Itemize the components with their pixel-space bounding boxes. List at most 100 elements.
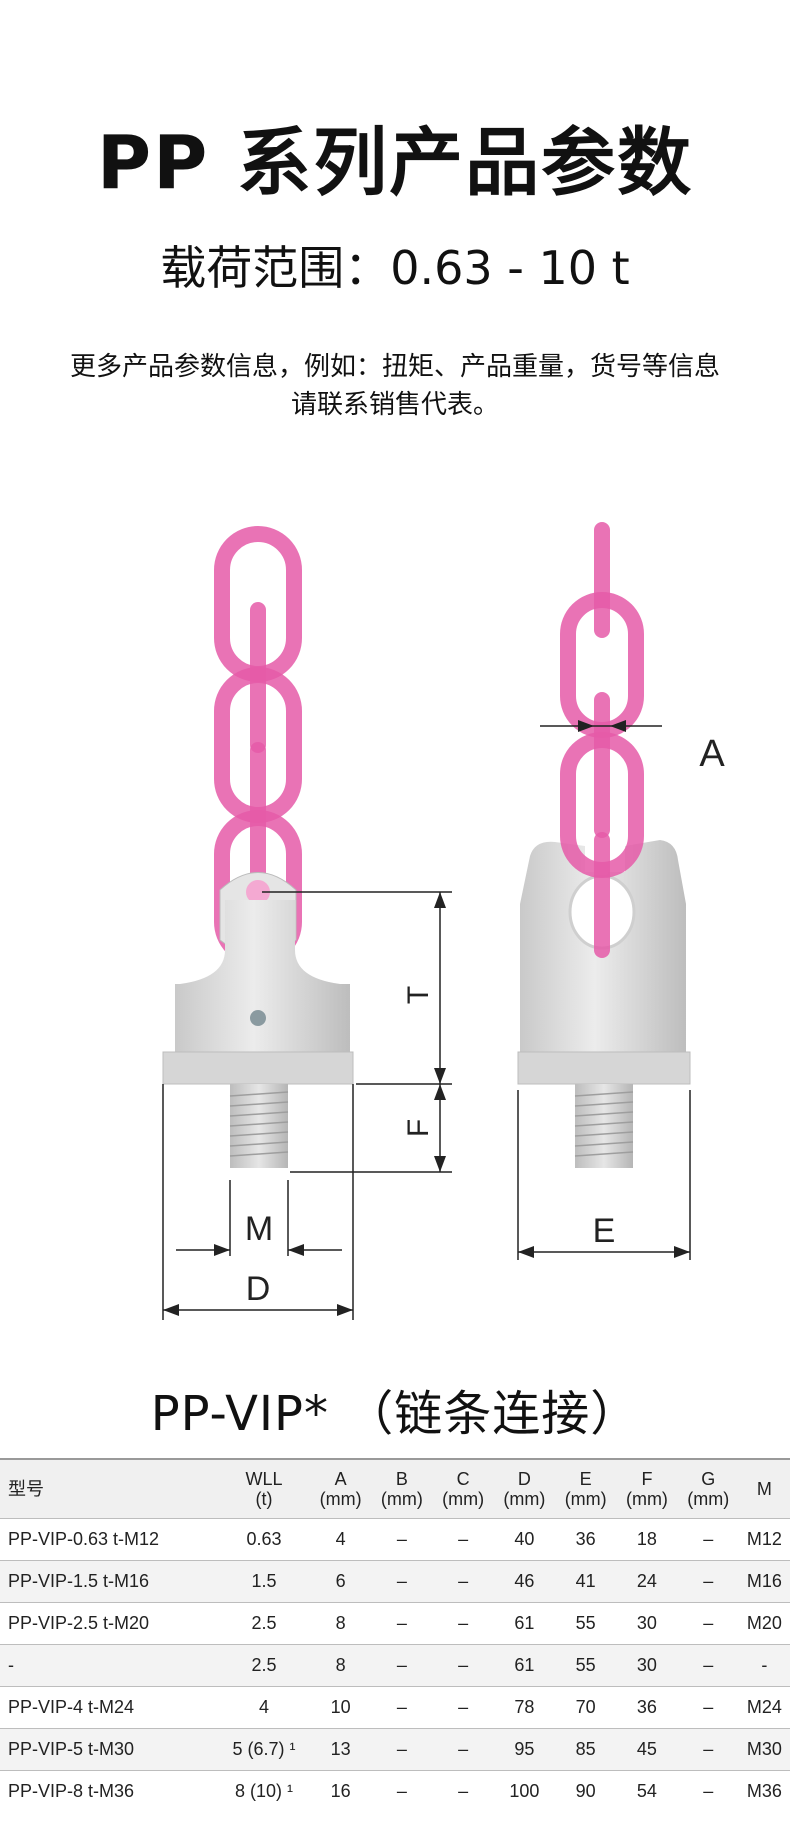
- table-cell: –: [371, 1728, 433, 1771]
- model-cell: PP-VIP-0.63 t-M12: [0, 1518, 218, 1561]
- header-unit: (mm): [687, 1489, 730, 1509]
- table-cell: 4: [218, 1686, 310, 1729]
- table-cell: –: [677, 1602, 739, 1645]
- header-label: F: [641, 1469, 653, 1489]
- table-cell: 2.5: [218, 1644, 310, 1687]
- table-cell: –: [432, 1770, 494, 1812]
- table-cell: 70: [555, 1686, 617, 1729]
- load-range-subtitle: 载荷范围：0.63 - 10 t: [160, 241, 630, 295]
- info-note: 更多产品参数信息，例如：扭矩、产品重量，货号等信息 请联系销售代表。: [0, 348, 790, 424]
- header-label: A: [334, 1469, 347, 1489]
- table-cell: 5 (6.7) ¹: [218, 1728, 310, 1771]
- table-cell: M16: [738, 1560, 790, 1603]
- info-note-line-2: 请联系销售代表。: [290, 390, 499, 420]
- table-cell: –: [677, 1560, 739, 1603]
- table-cell: M30: [738, 1728, 790, 1771]
- table-header-cell: D(mm): [493, 1458, 556, 1519]
- model-cell: PP-VIP-1.5 t-M16: [0, 1560, 218, 1603]
- table-cell: -: [738, 1644, 790, 1687]
- dimension-label-f: F: [402, 1119, 435, 1137]
- dimension-label-a: A: [699, 733, 725, 775]
- hex-base-front: [517, 1051, 691, 1085]
- table-cell: –: [677, 1686, 739, 1729]
- swivel-pin: [246, 880, 270, 904]
- table-cell: 95: [493, 1728, 556, 1771]
- table-cell: 40: [493, 1518, 556, 1561]
- table-header-cell: F(mm): [616, 1458, 678, 1519]
- info-note-line-1: 更多产品参数信息，例如：扭矩、产品重量，货号等信息: [69, 352, 720, 382]
- table-cell: –: [371, 1518, 433, 1561]
- table-cell: 8: [309, 1644, 372, 1687]
- table-cell: 78: [493, 1686, 556, 1729]
- table-cell: –: [677, 1770, 739, 1812]
- table-cell: –: [432, 1644, 494, 1687]
- table-cell: 90: [555, 1770, 617, 1812]
- model-cell: -: [0, 1644, 218, 1687]
- table-cell: 54: [616, 1770, 678, 1812]
- table-cell: –: [432, 1602, 494, 1645]
- table-cell: 4: [309, 1518, 372, 1561]
- table-header-cell: G(mm): [677, 1458, 739, 1519]
- table-cell: 36: [555, 1518, 617, 1561]
- table-cell: –: [432, 1518, 494, 1561]
- left-eyebolt-view: T F M D: [162, 526, 452, 1320]
- header-label: WLL: [245, 1469, 283, 1489]
- table-header-cell: 型号: [0, 1458, 218, 1519]
- header-label: M: [756, 1479, 772, 1499]
- dimension-label-m: M: [245, 1210, 273, 1248]
- model-cell: PP-VIP-2.5 t-M20: [0, 1602, 218, 1645]
- header-label: E: [579, 1469, 592, 1489]
- table-cell: –: [371, 1560, 433, 1603]
- hex-base: [162, 1051, 354, 1085]
- table-cell: 41: [555, 1560, 617, 1603]
- table-cell: 16: [309, 1770, 372, 1812]
- table-cell: 10: [309, 1686, 372, 1729]
- table-cell: –: [371, 1602, 433, 1645]
- dimension-label-e: E: [593, 1212, 616, 1250]
- table-cell: –: [677, 1728, 739, 1771]
- header-unit: (mm): [380, 1489, 423, 1509]
- header-label: D: [517, 1469, 531, 1489]
- table-cell: –: [432, 1560, 494, 1603]
- table-cell: 30: [616, 1644, 678, 1687]
- table-cell: –: [432, 1686, 494, 1729]
- product-dimension-diagram: T F M D: [162, 522, 725, 1320]
- table-cell: 85: [555, 1728, 617, 1771]
- header-label: G: [701, 1469, 716, 1489]
- dimension-label-d: D: [246, 1270, 271, 1308]
- table-cell: 46: [493, 1560, 556, 1603]
- table-cell: 0.63: [218, 1518, 310, 1561]
- right-eyebolt-view: A E: [517, 522, 725, 1260]
- header-unit: (t): [255, 1489, 273, 1509]
- table-header-cell: E(mm): [555, 1458, 617, 1519]
- table-cell: –: [677, 1644, 739, 1687]
- table-cell: M20: [738, 1602, 790, 1645]
- body-dot: [250, 1010, 266, 1026]
- header-unit: (mm): [319, 1489, 362, 1509]
- table-cell: 13: [309, 1728, 372, 1771]
- table-cell: 1.5: [218, 1560, 310, 1603]
- table-cell: –: [432, 1728, 494, 1771]
- table-cell: 8: [309, 1602, 372, 1645]
- table-cell: 30: [616, 1602, 678, 1645]
- table-cell: 100: [493, 1770, 556, 1812]
- table-cell: 6: [309, 1560, 372, 1603]
- header-unit: (mm): [442, 1489, 485, 1509]
- table-cell: M24: [738, 1686, 790, 1729]
- header-label: B: [395, 1469, 408, 1489]
- dimension-label-t: T: [402, 986, 435, 1004]
- table-header-cell: WLL(t): [218, 1458, 310, 1519]
- eyebolt-body: [175, 900, 350, 1052]
- header-label: C: [456, 1469, 470, 1489]
- table-cell: 61: [493, 1644, 556, 1687]
- header-unit: (mm): [564, 1489, 607, 1509]
